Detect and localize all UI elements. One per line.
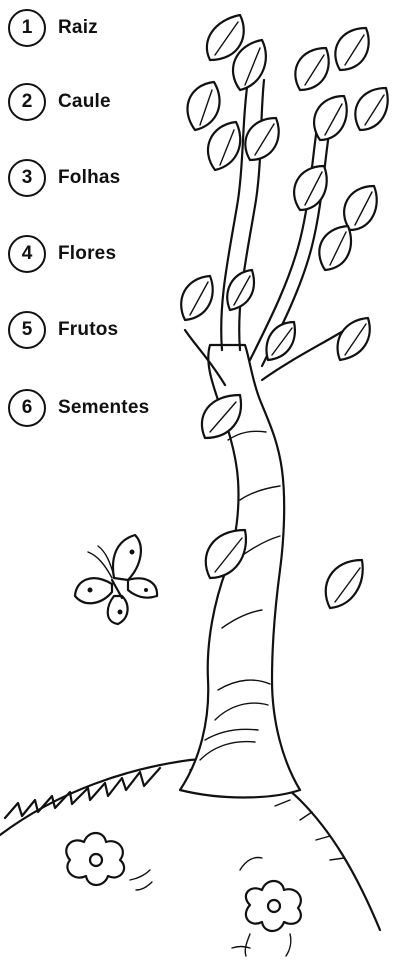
- legend-item-2: 2 Caule: [8, 80, 111, 124]
- legend-item-6: 6 Sementes: [8, 386, 149, 430]
- legend-label: Caule: [58, 91, 111, 113]
- legend-label: Sementes: [58, 397, 149, 419]
- legend-item-4: 4 Flores: [8, 232, 116, 276]
- number-circle: 1: [8, 9, 46, 47]
- legend-item-3: 3 Folhas: [8, 156, 120, 200]
- legend-label: Raiz: [58, 17, 98, 39]
- number-circle: 2: [8, 83, 46, 121]
- number-circle: 6: [8, 389, 46, 427]
- legend-label: Flores: [58, 243, 116, 265]
- number-circle: 3: [8, 159, 46, 197]
- legend-item-1: 1 Raiz: [8, 6, 98, 50]
- legend-item-5: 5 Frutos: [8, 308, 118, 352]
- number-circle: 5: [8, 311, 46, 349]
- number-circle: 4: [8, 235, 46, 273]
- butterfly-icon: [75, 535, 157, 624]
- legend: 1 Raiz 2 Caule 3 Folhas 4 Flores 5 Fruto…: [8, 0, 198, 440]
- legend-label: Folhas: [58, 167, 120, 189]
- flower-icon: [66, 833, 301, 956]
- legend-label: Frutos: [58, 319, 118, 341]
